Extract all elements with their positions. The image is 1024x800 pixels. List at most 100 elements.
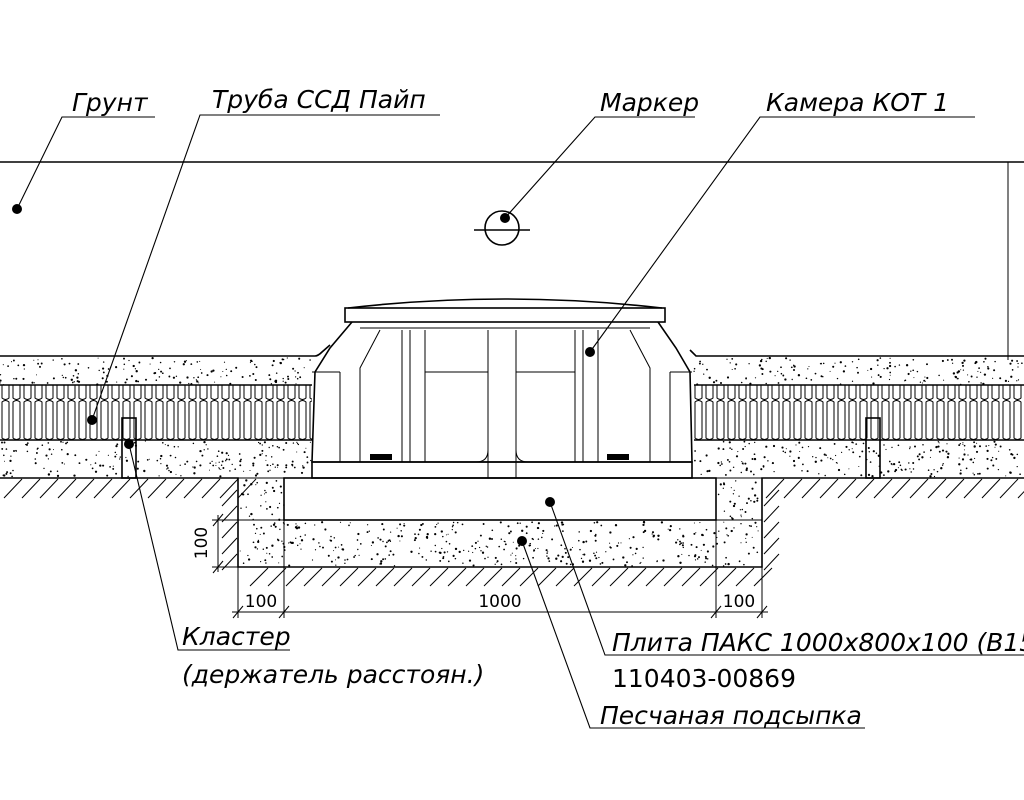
sand-dot bbox=[452, 524, 454, 527]
sand-dot bbox=[531, 521, 533, 524]
sand-dot bbox=[885, 448, 887, 451]
hatch-stroke bbox=[735, 567, 755, 587]
sand-dot bbox=[887, 470, 890, 473]
sand-dot bbox=[719, 464, 721, 467]
sand-dot bbox=[745, 541, 747, 543]
sand-dot bbox=[499, 521, 502, 524]
sand-dot bbox=[461, 523, 464, 526]
sand-dot bbox=[616, 544, 619, 547]
sand-dot bbox=[400, 535, 403, 538]
sand-dot bbox=[102, 464, 105, 467]
sand-dot bbox=[763, 456, 766, 459]
sand-dot bbox=[875, 452, 878, 454]
sand-dot bbox=[200, 372, 203, 374]
sand-dot bbox=[285, 464, 288, 467]
sand-dot bbox=[337, 556, 340, 559]
sand-dot bbox=[727, 562, 730, 566]
sand-dot bbox=[123, 357, 125, 360]
sand-dot bbox=[780, 366, 782, 369]
sand-dot bbox=[760, 468, 763, 471]
sand-dot bbox=[515, 555, 517, 557]
sand-dot bbox=[725, 527, 728, 530]
sand-dot bbox=[651, 533, 653, 535]
sand-dot bbox=[0, 379, 2, 382]
sand-dot bbox=[933, 469, 935, 471]
sand-dot bbox=[820, 459, 823, 462]
sand-dot bbox=[107, 454, 109, 456]
sand-dot bbox=[700, 549, 702, 551]
sand-dot bbox=[379, 538, 382, 541]
sand-dot bbox=[271, 544, 274, 547]
sand-dot bbox=[682, 542, 684, 544]
leader-lines bbox=[16, 114, 1024, 729]
sand-dot bbox=[784, 378, 787, 381]
sand-dot bbox=[63, 463, 65, 465]
sand-dot bbox=[510, 554, 512, 556]
sand-dot bbox=[921, 456, 924, 459]
sand-dot bbox=[711, 564, 714, 567]
sand-dot bbox=[482, 523, 485, 525]
sand-dot bbox=[295, 523, 297, 525]
sand-dot bbox=[977, 472, 979, 475]
sand-dot bbox=[314, 549, 317, 551]
sand-dot bbox=[726, 376, 730, 379]
sand-dot bbox=[73, 381, 75, 383]
sand-dot bbox=[542, 529, 545, 532]
sand-dot bbox=[61, 374, 63, 376]
sand-dot bbox=[15, 377, 18, 380]
sand-dot bbox=[240, 458, 242, 461]
hatch-stroke bbox=[763, 489, 780, 507]
sand-dot bbox=[626, 561, 628, 564]
sand-dot bbox=[436, 523, 438, 526]
sand-dot bbox=[835, 462, 838, 464]
sand-dot bbox=[294, 370, 296, 372]
sand-dot bbox=[245, 506, 247, 508]
sand-dot bbox=[52, 377, 55, 380]
sand-dot bbox=[228, 458, 231, 461]
sand-dot bbox=[302, 466, 305, 469]
sand-dot bbox=[263, 441, 266, 444]
sand-dot bbox=[173, 361, 176, 363]
sand-dot bbox=[384, 558, 387, 560]
sand-dot bbox=[327, 554, 330, 557]
sand-dot bbox=[581, 560, 585, 563]
sand-dot bbox=[389, 550, 392, 553]
sand-dot bbox=[743, 440, 746, 443]
sand-dot bbox=[249, 362, 251, 364]
hatch-stroke bbox=[429, 567, 449, 587]
sand-dot bbox=[215, 464, 217, 467]
sand-dot bbox=[694, 450, 696, 452]
sand-dot bbox=[565, 562, 568, 565]
sand-dot bbox=[699, 360, 701, 363]
sand-dot bbox=[941, 359, 944, 363]
sand-dot bbox=[302, 465, 304, 467]
sand-dot bbox=[278, 446, 280, 449]
cluster-spacer bbox=[121, 417, 881, 479]
label-cluster-note: (держатель расстоян.) bbox=[182, 660, 484, 689]
sand-dot bbox=[434, 544, 437, 547]
sand-dot bbox=[172, 376, 176, 379]
sand-dot bbox=[115, 366, 118, 369]
hatch-stroke bbox=[819, 478, 839, 499]
sand-dot bbox=[721, 463, 723, 465]
sand-dot bbox=[938, 442, 940, 444]
sand-dot bbox=[766, 357, 768, 359]
sand-dot bbox=[735, 480, 737, 482]
sand-dot bbox=[525, 532, 528, 535]
sand-dot bbox=[962, 442, 964, 444]
sand-dot bbox=[221, 460, 224, 463]
sand-dot bbox=[728, 460, 731, 463]
sand-dot bbox=[883, 444, 885, 446]
sand-dot bbox=[225, 452, 228, 455]
sand-dot bbox=[65, 442, 67, 445]
hatch-stroke bbox=[375, 567, 395, 587]
sand-dot bbox=[681, 544, 684, 547]
sand-dot bbox=[70, 378, 73, 381]
sand-dot bbox=[509, 530, 512, 533]
sand-dot bbox=[594, 534, 597, 537]
sand-dot bbox=[296, 544, 299, 547]
sand-dot bbox=[765, 360, 767, 363]
sand-dot bbox=[298, 357, 301, 360]
sand-dot bbox=[1016, 360, 1019, 362]
sand-dot bbox=[963, 449, 965, 451]
